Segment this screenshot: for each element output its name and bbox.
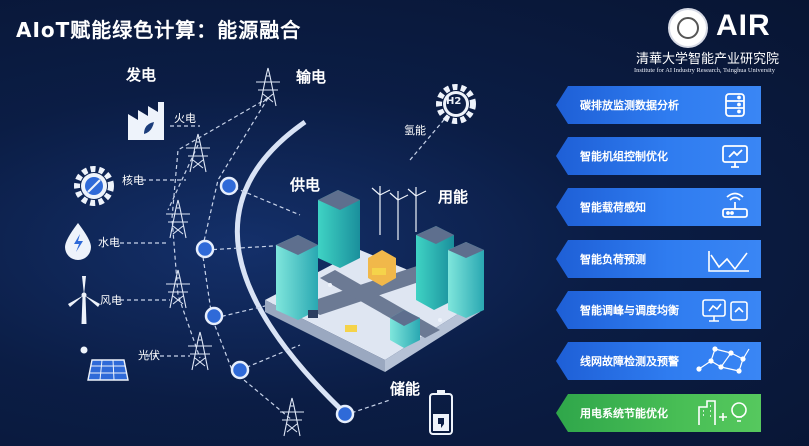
grid-node — [335, 404, 355, 424]
capability-label: 智能调峰与调度均衡 — [580, 304, 679, 317]
database-icon — [725, 93, 745, 117]
grid-arc — [234, 119, 352, 420]
capability-panel[interactable]: 用电系统节能优化 — [556, 394, 761, 432]
nuclear-gear-icon — [74, 166, 114, 206]
battery-icon — [429, 390, 453, 435]
grid-node — [204, 306, 224, 326]
capability-panel[interactable]: 智能载荷感知 — [556, 188, 761, 226]
stage-generation-label: 发电 — [126, 66, 157, 84]
tower-icon — [280, 397, 304, 437]
institute-name-cn: 清華大学智能产业研究院 — [636, 52, 780, 67]
capability-panel[interactable]: 碳排放监测数据分析 — [556, 86, 761, 124]
capability-label: 线网故障检测及预警 — [580, 355, 679, 368]
solar-panel-icon — [80, 346, 129, 381]
hydrogen-gear-icon — [436, 84, 476, 124]
trend-line-icon — [708, 251, 749, 272]
factory-icon — [128, 102, 164, 140]
institute-name-en: Institute for AI Industry Research, Tsin… — [634, 67, 775, 74]
transmission-towers — [166, 67, 304, 437]
hydrogen-label: 氢能 — [404, 124, 426, 137]
stage-transmission-label: 输电 — [296, 68, 327, 86]
grid-nodes — [195, 176, 355, 424]
wind-label: 风电 — [100, 294, 122, 307]
hydrogen-symbol: H2 — [446, 96, 462, 107]
capability-label: 碳排放监测数据分析 — [580, 99, 679, 112]
tower-icon — [166, 269, 190, 309]
grid-node — [195, 239, 215, 259]
tower-icon — [166, 199, 190, 239]
tower-icon — [186, 133, 210, 173]
capability-panel[interactable]: 智能调峰与调度均衡 — [556, 291, 761, 329]
smart-city-illustration — [265, 186, 484, 372]
capability-panel[interactable]: 线网故障检测及预警 — [556, 342, 761, 380]
capability-label: 智能负荷预测 — [580, 253, 646, 266]
hydro-label: 水电 — [98, 236, 120, 249]
grid-node — [230, 360, 250, 380]
stage-storage-label: 储能 — [390, 380, 421, 398]
capability-label: 智能载荷感知 — [580, 201, 646, 214]
nuclear-label: 核电 — [122, 174, 144, 187]
air-logo: AIR — [716, 9, 771, 42]
capability-panel[interactable]: 智能机组控制优化 — [556, 137, 761, 175]
capability-label: 智能机组控制优化 — [580, 150, 668, 163]
water-drop-icon — [65, 223, 91, 260]
network-graph-icon — [696, 346, 750, 374]
router-icon — [722, 192, 748, 218]
thermal-label: 火电 — [174, 112, 196, 125]
capability-panel[interactable]: 智能负荷预测 — [556, 240, 761, 278]
tsinghua-seal-logo — [668, 8, 708, 48]
tower-icon — [256, 67, 280, 107]
solar-label: 光伏 — [138, 349, 160, 362]
slide-title: AIoT赋能绿色计算：能源融合 — [16, 18, 302, 42]
building-bulb-icon — [698, 400, 747, 425]
tower-icon — [188, 331, 212, 371]
grid-node — [219, 176, 239, 196]
stage-consumption-label: 用能 — [438, 188, 469, 206]
monitor-control-icon — [722, 145, 748, 168]
stage-supply-label: 供电 — [290, 176, 321, 194]
dashboard-icon — [702, 299, 748, 322]
wind-turbine-icon — [68, 276, 100, 324]
capability-label: 用电系统节能优化 — [580, 407, 668, 420]
